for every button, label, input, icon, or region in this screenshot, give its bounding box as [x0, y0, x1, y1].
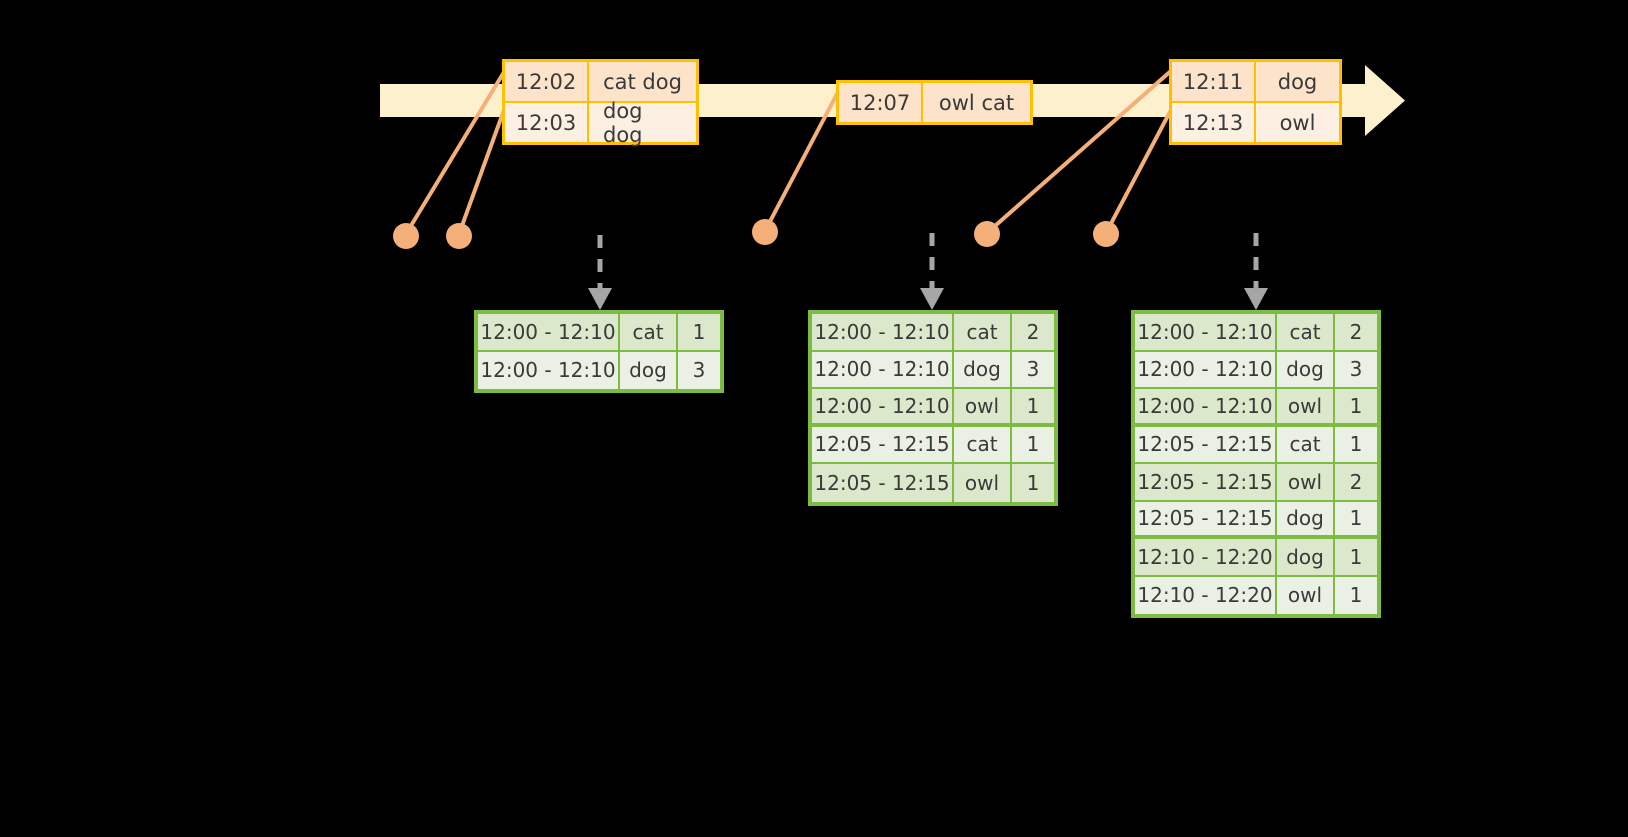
- event-words: owl cat: [923, 83, 1030, 122]
- table-row[interactable]: 12:00 - 12:10 owl 1: [812, 389, 1054, 427]
- cell-window: 12:10 - 12:20: [1135, 539, 1277, 577]
- cell-window: 12:05 - 12:15: [1135, 464, 1277, 502]
- event-row[interactable]: 12:03 dog dog: [505, 99, 696, 147]
- cell-count: 1: [1012, 389, 1054, 427]
- cell-count: 1: [1335, 539, 1377, 577]
- cell-window: 12:00 - 12:10: [812, 314, 954, 352]
- cell-count: 3: [1335, 351, 1377, 389]
- cell-count: 1: [1012, 426, 1054, 464]
- cell-count: 3: [1012, 351, 1054, 389]
- event-box-group-1[interactable]: 12:02 cat dog 12:03 dog dog: [502, 59, 699, 147]
- table-row[interactable]: 12:05 - 12:15 dog 1: [1135, 501, 1377, 539]
- cell-count: 1: [1335, 389, 1377, 427]
- table-row[interactable]: 12:05 - 12:15 cat 1: [1135, 426, 1377, 464]
- watermark-dot: [974, 221, 1000, 247]
- cell-count: 2: [1335, 314, 1377, 352]
- watermark-dots: [393, 219, 1119, 249]
- table-row[interactable]: 12:00 - 12:10 cat 2: [812, 314, 1054, 352]
- cell-word: dog: [620, 351, 678, 389]
- cell-window: 12:00 - 12:10: [1135, 389, 1277, 427]
- table-row[interactable]: 12:10 - 12:20 dog 1: [1135, 539, 1377, 577]
- cell-window: 12:05 - 12:15: [1135, 501, 1277, 539]
- watermark-dot: [1093, 221, 1119, 247]
- table-row[interactable]: 12:05 - 12:15 cat 1: [812, 426, 1054, 464]
- event-time: 12:07: [839, 83, 923, 122]
- cell-window: 12:05 - 12:15: [1135, 426, 1277, 464]
- cell-window: 12:10 - 12:20: [1135, 576, 1277, 614]
- cell-window: 12:00 - 12:10: [478, 314, 620, 352]
- cell-count: 2: [1012, 314, 1054, 352]
- event-words: cat dog: [589, 62, 696, 101]
- watermark-dot: [393, 223, 419, 249]
- event-words: dog: [1256, 62, 1339, 101]
- event-words: dog dog: [589, 99, 696, 147]
- cell-window: 12:00 - 12:10: [812, 389, 954, 427]
- cell-count: 1: [1335, 426, 1377, 464]
- table-row[interactable]: 12:05 - 12:15 owl 2: [1135, 464, 1377, 502]
- event-row[interactable]: 12:07 owl cat: [839, 83, 1030, 122]
- event-row[interactable]: 12:13 owl: [1172, 101, 1339, 142]
- event-words: owl: [1256, 103, 1339, 142]
- table-row[interactable]: 12:00 - 12:10 cat 1: [478, 314, 720, 352]
- cell-word: dog: [1277, 501, 1335, 539]
- event-row[interactable]: 12:02 cat dog: [505, 62, 696, 101]
- cell-word: owl: [1277, 389, 1335, 427]
- event-row[interactable]: 12:11 dog: [1172, 62, 1339, 101]
- result-table-2[interactable]: 12:00 - 12:10 cat 2 12:00 - 12:10 dog 3 …: [808, 310, 1058, 506]
- cell-word: cat: [1277, 426, 1335, 464]
- cell-word: dog: [1277, 539, 1335, 577]
- cell-count: 1: [1335, 501, 1377, 539]
- trigger-arrowheads: [588, 288, 1268, 310]
- cell-word: dog: [954, 351, 1012, 389]
- event-time: 12:02: [505, 62, 589, 101]
- cell-count: 1: [1335, 576, 1377, 614]
- cell-window: 12:05 - 12:15: [812, 464, 954, 502]
- cell-word: owl: [954, 464, 1012, 502]
- trigger-arrows: [597, 233, 1259, 288]
- cell-word: owl: [954, 389, 1012, 427]
- cell-count: 3: [678, 351, 720, 389]
- result-table-1[interactable]: 12:00 - 12:10 cat 1 12:00 - 12:10 dog 3: [474, 310, 724, 393]
- table-row[interactable]: 12:00 - 12:10 cat 2: [1135, 314, 1377, 352]
- event-time: 12:03: [505, 103, 589, 142]
- cell-word: owl: [1277, 576, 1335, 614]
- table-row[interactable]: 12:00 - 12:10 owl 1: [1135, 389, 1377, 427]
- cell-count: 1: [1012, 464, 1054, 502]
- table-row[interactable]: 12:05 - 12:15 owl 1: [812, 464, 1054, 502]
- event-box-group-2[interactable]: 12:07 owl cat: [836, 80, 1033, 125]
- cell-word: cat: [1277, 314, 1335, 352]
- cell-window: 12:05 - 12:15: [812, 426, 954, 464]
- event-time: 12:11: [1172, 62, 1256, 101]
- table-row[interactable]: 12:00 - 12:10 dog 3: [812, 351, 1054, 389]
- table-row[interactable]: 12:00 - 12:10 dog 3: [1135, 351, 1377, 389]
- event-time: 12:13: [1172, 103, 1256, 142]
- event-box-group-3[interactable]: 12:11 dog 12:13 owl: [1169, 59, 1342, 145]
- cell-word: cat: [620, 314, 678, 352]
- cell-word: cat: [954, 314, 1012, 352]
- cell-word: owl: [1277, 464, 1335, 502]
- table-row[interactable]: 12:00 - 12:10 dog 3: [478, 351, 720, 389]
- watermark-dot: [446, 223, 472, 249]
- table-row[interactable]: 12:10 - 12:20 owl 1: [1135, 576, 1377, 614]
- cell-word: dog: [1277, 351, 1335, 389]
- cell-word: cat: [954, 426, 1012, 464]
- cell-window: 12:00 - 12:10: [478, 351, 620, 389]
- result-table-3[interactable]: 12:00 - 12:10 cat 2 12:00 - 12:10 dog 3 …: [1131, 310, 1381, 618]
- cell-window: 12:00 - 12:10: [812, 351, 954, 389]
- watermark-dot: [752, 219, 778, 245]
- cell-count: 2: [1335, 464, 1377, 502]
- cell-count: 1: [678, 314, 720, 352]
- cell-window: 12:00 - 12:10: [1135, 351, 1277, 389]
- cell-window: 12:00 - 12:10: [1135, 314, 1277, 352]
